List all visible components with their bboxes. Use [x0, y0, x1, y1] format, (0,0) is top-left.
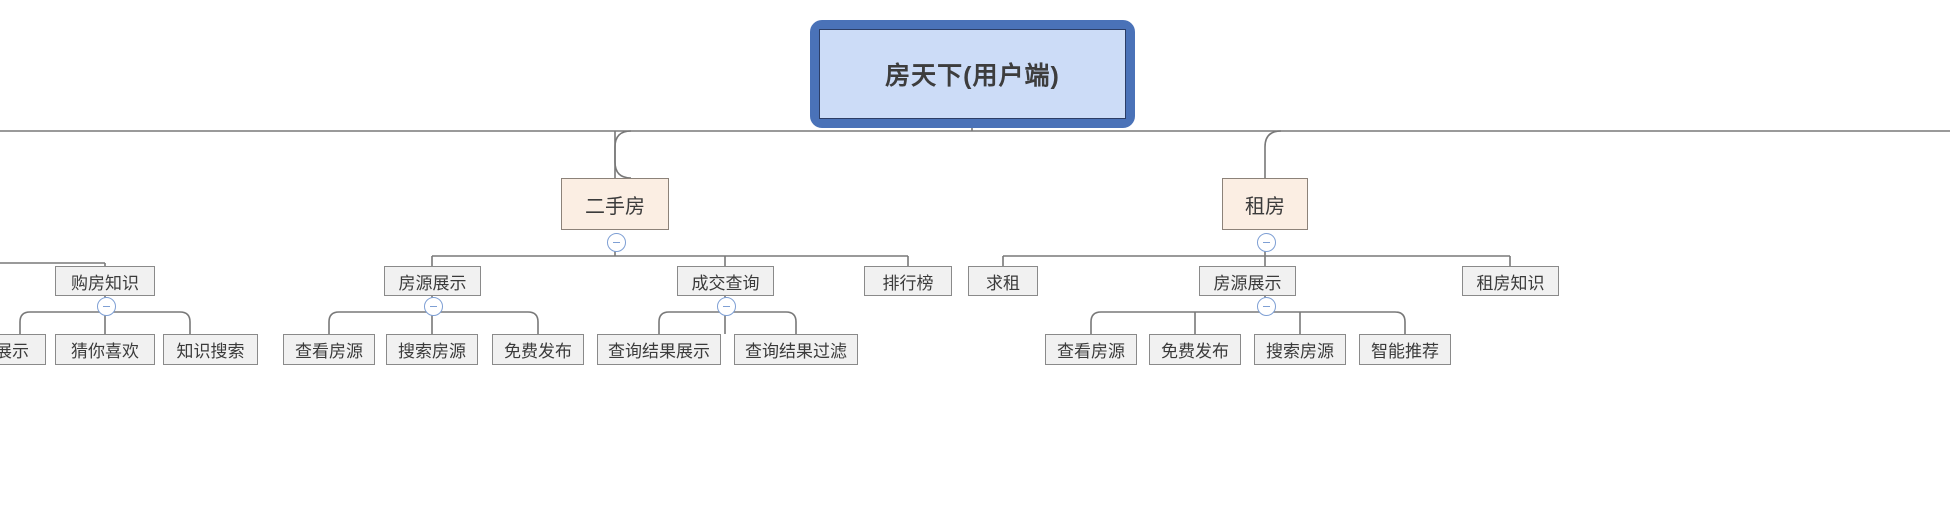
branch-node-zufang[interactable]: 租房 — [1222, 178, 1308, 230]
leaf-node-esf-sousuofangyuan[interactable]: 搜索房源 — [386, 334, 478, 365]
minus-circle-icon — [1262, 305, 1270, 307]
minus-circle-icon — [102, 305, 110, 307]
node-qiuzu[interactable]: 求租 — [968, 266, 1038, 296]
node-chengjiaochaxun[interactable]: 成交查询 — [677, 266, 774, 296]
minus-circle-icon — [1262, 241, 1270, 243]
root-node-label: 房天下(用户端) — [819, 29, 1126, 119]
minus-circle-icon — [429, 305, 437, 307]
minus-circle-icon — [612, 241, 620, 243]
collapse-toggle-zufang[interactable] — [1256, 232, 1276, 252]
node-esf-fangyuanzhanshi[interactable]: 房源展示 — [384, 266, 481, 296]
collapse-toggle-esf-fangyuanzhanshi[interactable] — [423, 296, 443, 316]
collapse-toggle-ershoufang[interactable] — [606, 232, 626, 252]
leaf-node-chaxunjieguozhanshi[interactable]: 查询结果展示 — [597, 334, 721, 365]
leaf-node-zhanshi[interactable]: 展示 — [0, 334, 46, 365]
branch-node-ershoufang[interactable]: 二手房 — [561, 178, 669, 230]
leaf-node-zf-mianfeifabu[interactable]: 免费发布 — [1149, 334, 1241, 365]
node-zf-fangyuanzhanshi[interactable]: 房源展示 — [1199, 266, 1296, 296]
leaf-node-esf-mianfeifabu[interactable]: 免费发布 — [492, 334, 584, 365]
collapse-toggle-zf-fangyuanzhanshi[interactable] — [1256, 296, 1276, 316]
leaf-node-zf-zhinengtuijian[interactable]: 智能推荐 — [1359, 334, 1451, 365]
leaf-node-zf-sousuofangyuan[interactable]: 搜索房源 — [1254, 334, 1346, 365]
node-goufangzhishi[interactable]: 购房知识 — [55, 266, 155, 296]
collapse-toggle-goufangzhishi[interactable] — [96, 296, 116, 316]
root-node[interactable]: 房天下(用户端) — [810, 20, 1135, 128]
collapse-toggle-chengjiaochaxun[interactable] — [716, 296, 736, 316]
node-paihangbang[interactable]: 排行榜 — [864, 266, 952, 296]
leaf-node-zhishisousuo[interactable]: 知识搜索 — [163, 334, 258, 365]
minus-circle-icon — [722, 305, 730, 307]
leaf-node-zf-chakanfangyuan[interactable]: 查看房源 — [1045, 334, 1137, 365]
leaf-node-esf-chakanfangyuan[interactable]: 查看房源 — [283, 334, 375, 365]
leaf-node-chaxunjieguoguolv[interactable]: 查询结果过滤 — [734, 334, 858, 365]
node-zufangzhishi[interactable]: 租房知识 — [1462, 266, 1559, 296]
leaf-node-cainixihuan[interactable]: 猜你喜欢 — [55, 334, 155, 365]
